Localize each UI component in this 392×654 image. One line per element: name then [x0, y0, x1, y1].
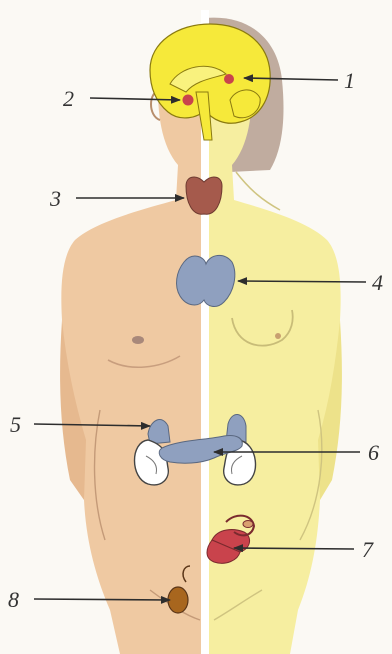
label-2: 2: [63, 86, 74, 111]
label-1: 1: [344, 68, 355, 93]
label-3: 3: [49, 186, 61, 211]
female-nipple: [275, 333, 281, 339]
label-4: 4: [372, 270, 383, 295]
thymus-gland: [177, 255, 235, 306]
pituitary-gland: [183, 95, 194, 106]
thyroid-gland: [186, 177, 222, 214]
male-nipple: [132, 336, 144, 344]
label-7: 7: [362, 537, 374, 562]
label-8: 8: [8, 587, 19, 612]
label-5: 5: [10, 412, 21, 437]
pineal-gland: [224, 74, 234, 84]
arrow-4: [238, 281, 366, 282]
label-6: 6: [368, 440, 379, 465]
arrow-7: [234, 548, 354, 549]
arrow-8: [34, 599, 170, 600]
